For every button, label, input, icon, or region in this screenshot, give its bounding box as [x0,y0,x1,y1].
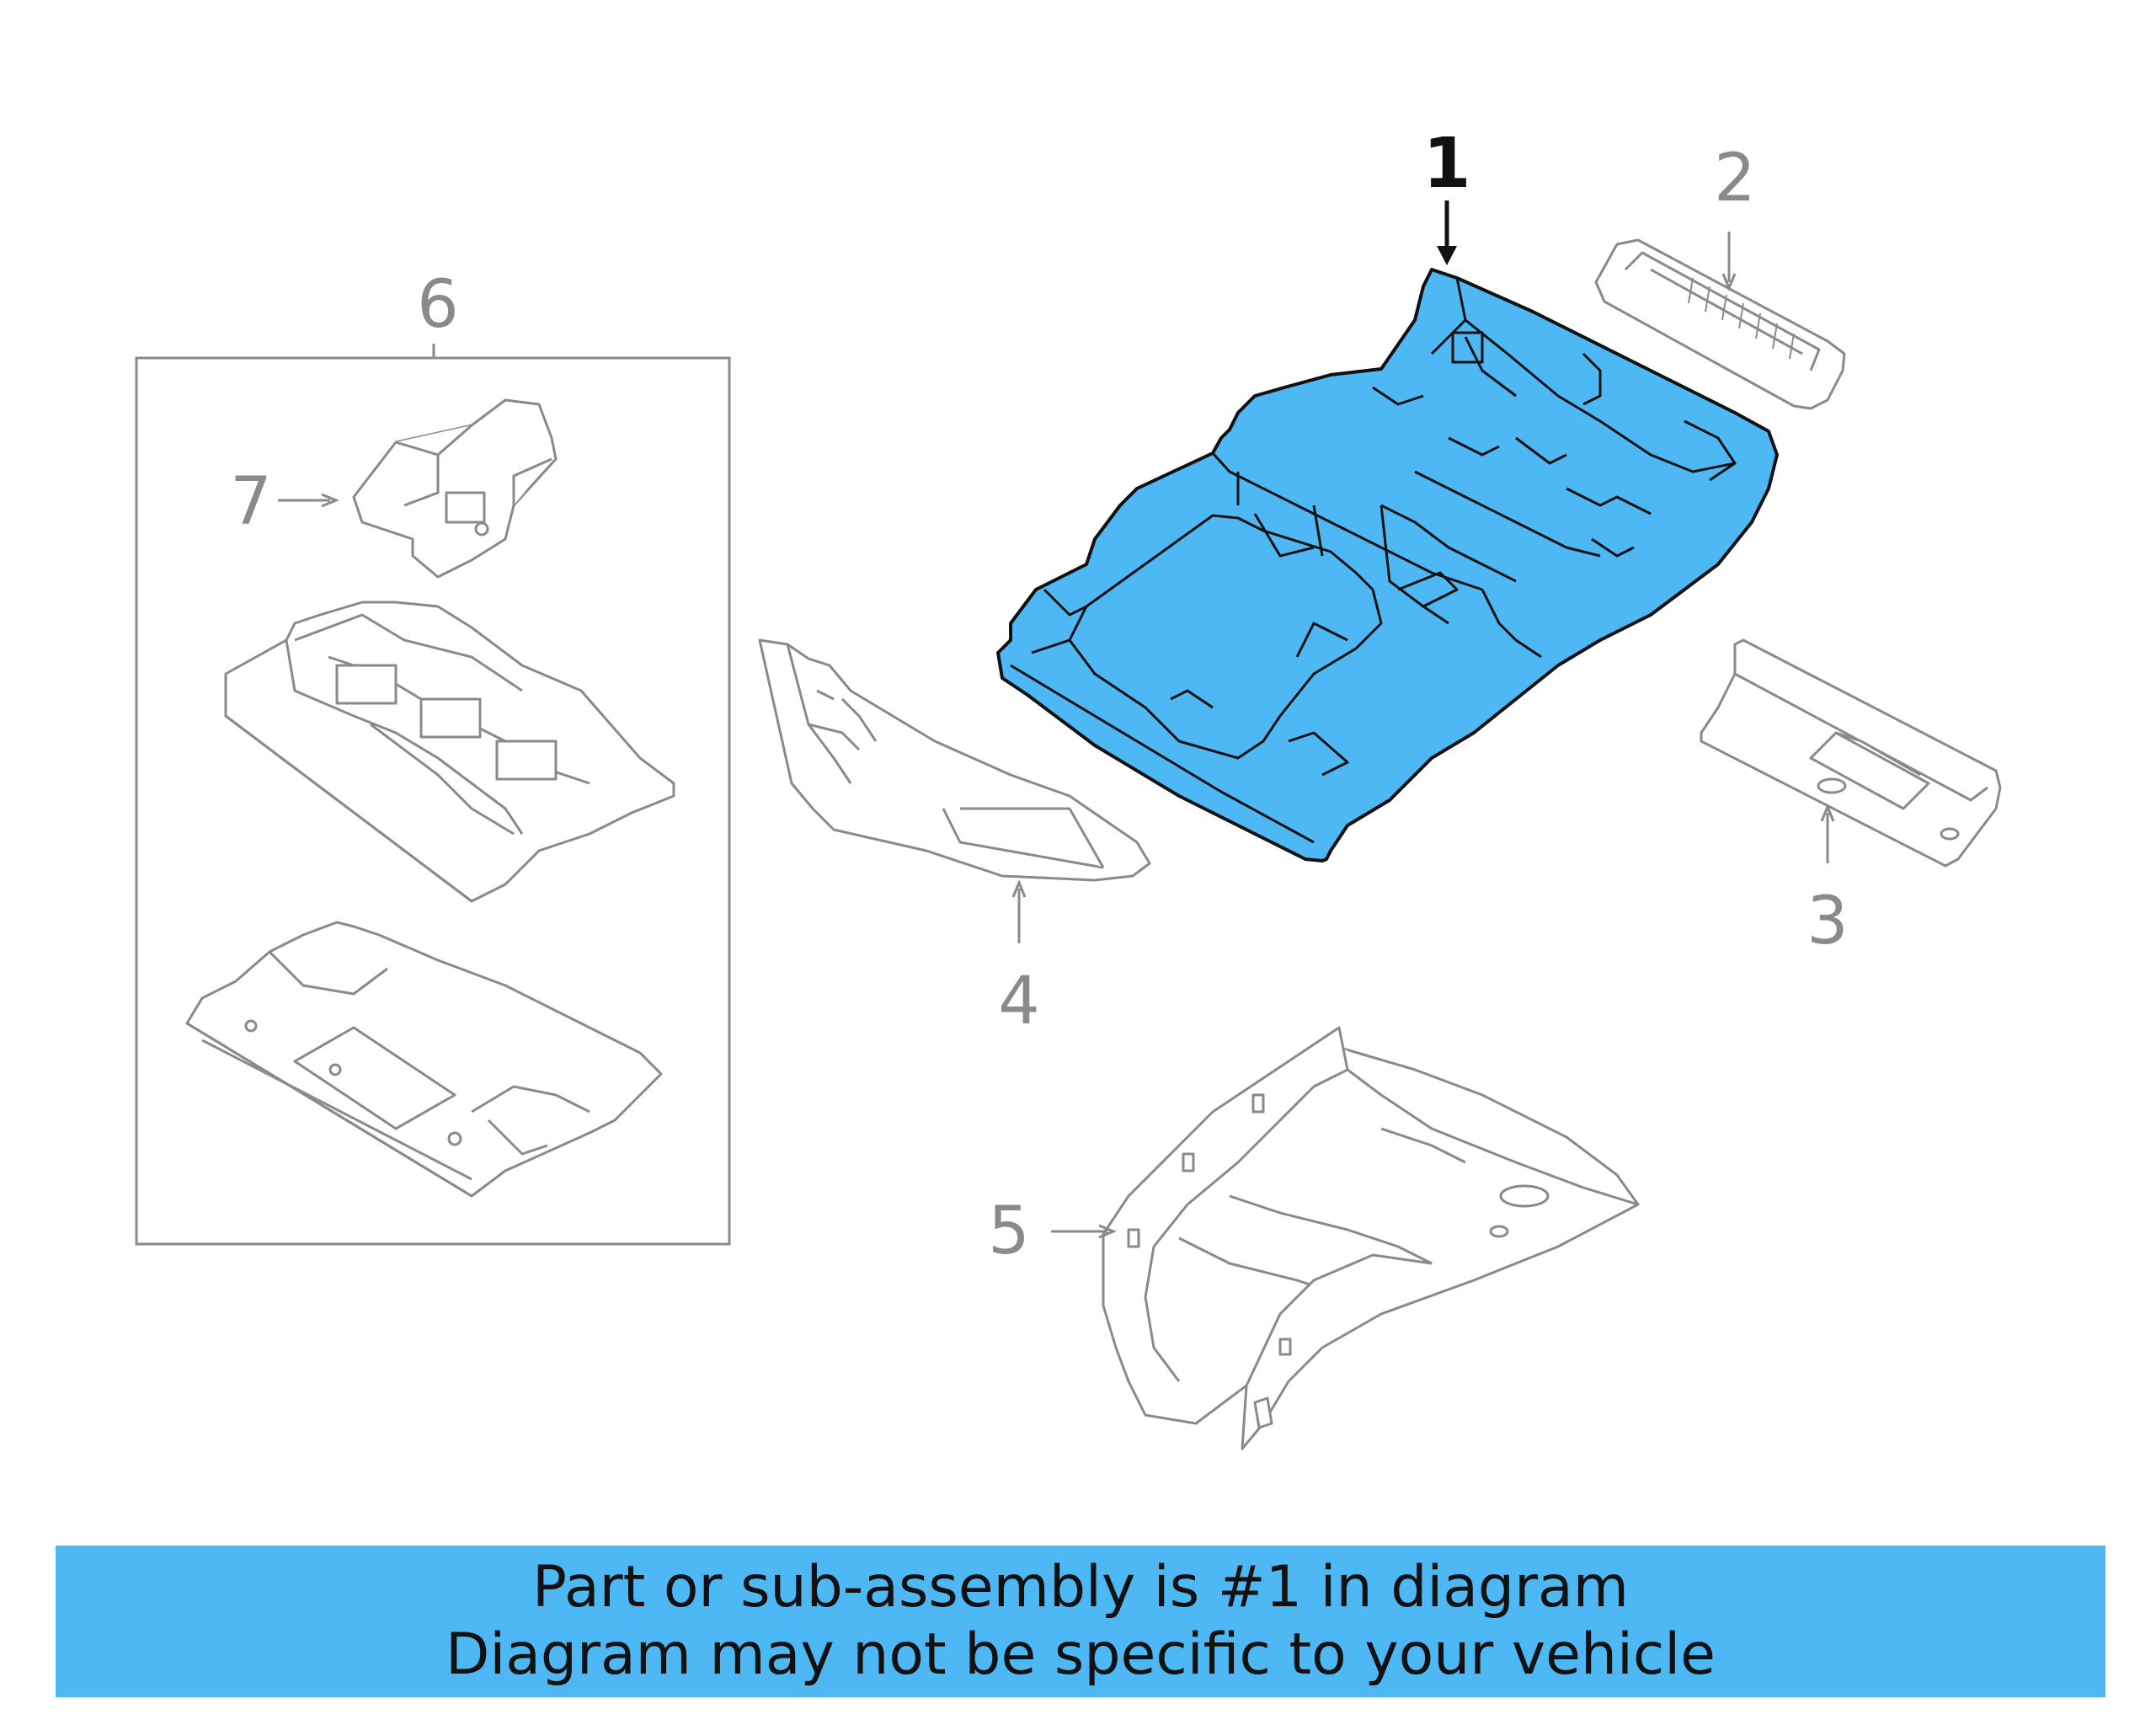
callout-2: 2 [1714,141,1756,216]
arrowhead-1 [1437,246,1457,265]
callout-1: 1 [1422,124,1470,204]
part-6-housing-lower[interactable] [185,921,663,1198]
part-5-headliner[interactable] [1102,1026,1640,1450]
callout-labels: 1 2 3 4 5 6 7 [230,124,1849,1269]
leader-lines [278,200,1835,1239]
part-4-trim-panel[interactable] [758,638,1151,882]
banner-line-disclaimer: Diagram may not be specific to your vehi… [445,1621,1716,1688]
part-2-trim-strip[interactable] [1594,238,1846,410]
callout-4: 4 [998,964,1040,1039]
banner-line-part: Part or sub-assembly is #1 in diagram [532,1554,1629,1621]
callout-5: 5 [988,1194,1030,1269]
callout-7: 7 [230,464,272,540]
callout-6: 6 [417,267,459,343]
kit-box-6 [135,344,731,1246]
callout-3: 3 [1806,884,1849,959]
info-banner: Part or sub-assembly is #1 in diagram Di… [56,1546,2105,1697]
part-3-lens-cover[interactable] [1700,638,2002,868]
part-6-housing-upper[interactable] [224,601,675,903]
part-1-overhead-console[interactable] [996,268,1779,862]
part-7-switch-module[interactable] [352,398,558,579]
